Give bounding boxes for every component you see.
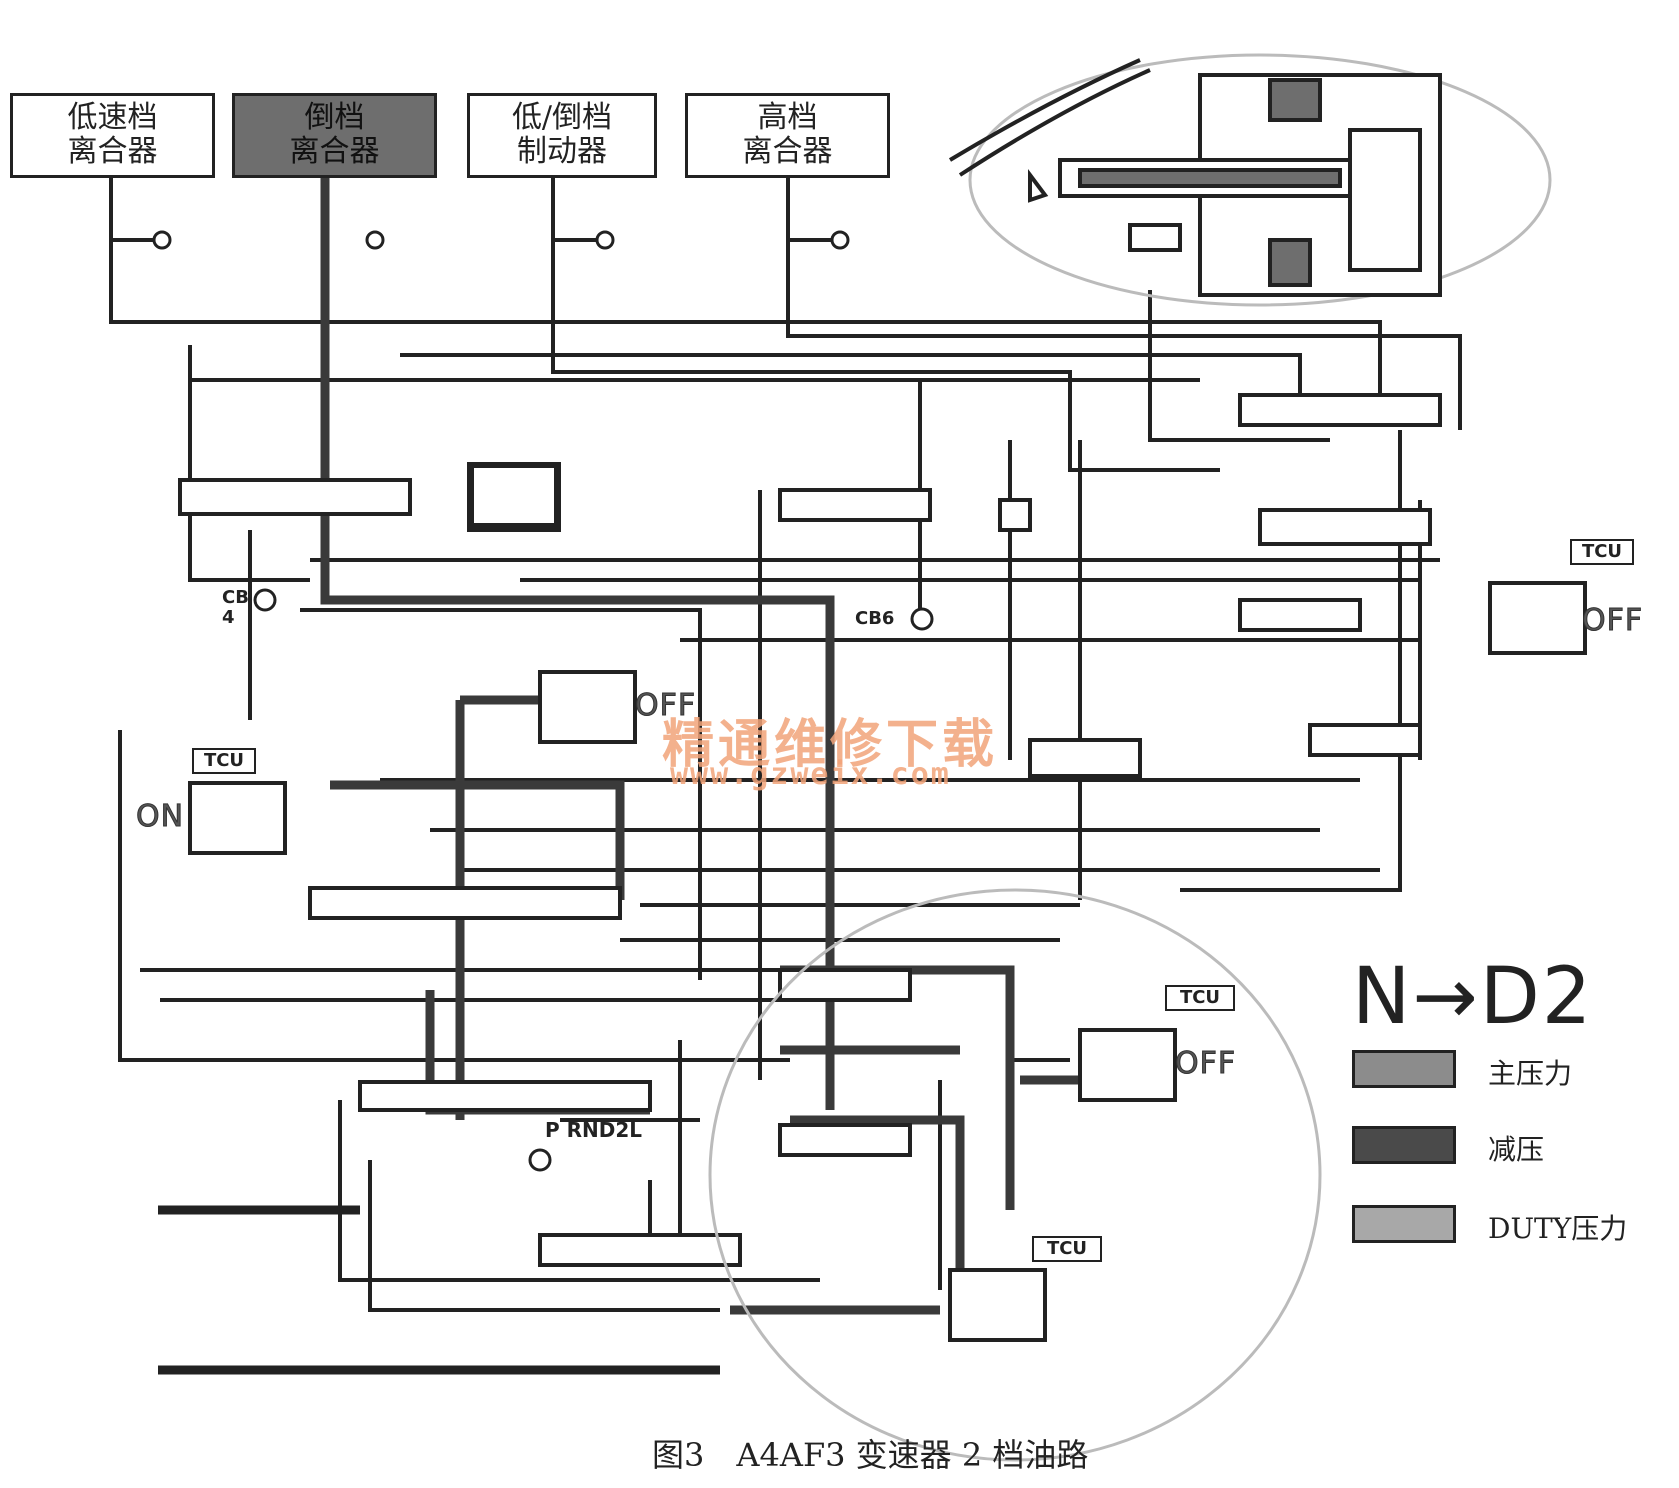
line-high-clutch bbox=[786, 176, 1462, 430]
highlight-shift-valve-area bbox=[708, 888, 1322, 1462]
legend-label-main-pressure: 主压力 bbox=[1488, 1057, 1573, 1090]
legend-swatch-main-pressure bbox=[1352, 1050, 1456, 1088]
line-lower-loop-2 bbox=[368, 1160, 720, 1312]
check-ball-cb6 bbox=[910, 607, 934, 631]
line-bus-2 bbox=[400, 353, 1302, 400]
check-ball-lower bbox=[528, 1148, 552, 1172]
high-clutch-box bbox=[685, 93, 890, 178]
valve-accumulator bbox=[470, 463, 558, 527]
cb4-label: CB 4 bbox=[222, 587, 249, 628]
tap-low-clutch bbox=[152, 230, 172, 250]
line-horiz-2 bbox=[300, 608, 702, 980]
valve-right-small bbox=[1308, 723, 1422, 757]
line-reduced-2 bbox=[330, 780, 625, 900]
valve-mid-upper bbox=[778, 488, 932, 522]
valve-right-mid bbox=[1258, 508, 1432, 546]
solenoid-body-right-low bbox=[1078, 1028, 1177, 1102]
valve-manual bbox=[358, 1080, 652, 1112]
valve-right-top bbox=[1238, 393, 1442, 427]
tcu-box-bottom: TCU bbox=[1032, 1236, 1102, 1262]
line-reduced-1 bbox=[320, 505, 835, 1110]
tcu-box-left: TCU bbox=[192, 748, 256, 774]
tap-high-clutch bbox=[830, 230, 850, 250]
legend-label-reduced-pressure: 减压 bbox=[1488, 1133, 1545, 1166]
legend-swatch-duty-pressure bbox=[1352, 1205, 1456, 1243]
valve-right-spring bbox=[998, 498, 1032, 532]
valve-bottom-left bbox=[538, 1233, 742, 1267]
low-reverse-brake-box bbox=[467, 93, 657, 178]
legend-swatch-reduced-pressure bbox=[1352, 1126, 1456, 1164]
watermark-url: www.gzweix.com bbox=[670, 757, 951, 792]
solenoid-body-right bbox=[1488, 581, 1587, 655]
line-top-right bbox=[1148, 290, 1330, 442]
solenoid-body-bottom bbox=[948, 1268, 1047, 1342]
low-clutch-box bbox=[10, 93, 215, 178]
reverse-clutch-label: 倒档 离合器 bbox=[289, 100, 380, 169]
legend-title: N→D2 bbox=[1352, 952, 1594, 1042]
tcu-box-right: TCU bbox=[1570, 539, 1634, 565]
transmission-cross-section bbox=[948, 58, 1442, 297]
line-lowrev-brake bbox=[551, 176, 1220, 472]
valve-top-left bbox=[178, 478, 412, 516]
accumulator-body bbox=[467, 462, 561, 532]
reverse-clutch-box bbox=[232, 93, 437, 178]
valve-right-lower bbox=[1238, 598, 1362, 632]
solenoid-state-right: OFF bbox=[1581, 603, 1644, 639]
tcu-box-right-low: TCU bbox=[1165, 985, 1235, 1011]
valve-shift-left bbox=[308, 886, 622, 920]
cb6-label: CB6 bbox=[855, 608, 895, 629]
tap-reverse-clutch bbox=[365, 230, 385, 250]
legend-label-duty-pressure: DUTY压力 bbox=[1488, 1212, 1628, 1245]
line-left-outer bbox=[118, 730, 790, 1062]
low-reverse-brake-label: 低/倒档 制动器 bbox=[511, 100, 613, 169]
line-right-vertical-2 bbox=[1180, 430, 1402, 892]
line-top-bus bbox=[188, 345, 1200, 382]
valve-center-low-2 bbox=[778, 1123, 912, 1157]
tap-lowrev-brake bbox=[595, 230, 615, 250]
prnd2l-label: P RND2L bbox=[545, 1118, 643, 1142]
highlight-transmission-section bbox=[968, 53, 1552, 307]
watermark-text: 精通维修下载 bbox=[662, 715, 999, 775]
figure-caption: 图3 A4AF3 变速器 2 档油路 bbox=[652, 1436, 1089, 1474]
solenoid-state-left: ON bbox=[135, 799, 185, 835]
line-reduced-6 bbox=[780, 965, 1015, 1210]
valve-center-right bbox=[1028, 738, 1142, 778]
line-reduced-8 bbox=[790, 1115, 965, 1290]
solenoid-body-left bbox=[188, 781, 287, 855]
solenoid-state-top-center: OFF bbox=[634, 688, 697, 724]
solenoid-state-right-low: OFF bbox=[1174, 1046, 1237, 1082]
line-left-mid bbox=[188, 360, 310, 582]
solenoid-body-top-center bbox=[538, 670, 637, 744]
line-lower-loop bbox=[338, 1100, 820, 1282]
high-clutch-label: 高档 离合器 bbox=[742, 100, 833, 169]
valve-center-low-1 bbox=[778, 968, 912, 1002]
check-ball-cb4 bbox=[253, 588, 277, 612]
line-low-clutch bbox=[109, 176, 1382, 420]
low-clutch-label: 低速档 离合器 bbox=[67, 100, 158, 169]
